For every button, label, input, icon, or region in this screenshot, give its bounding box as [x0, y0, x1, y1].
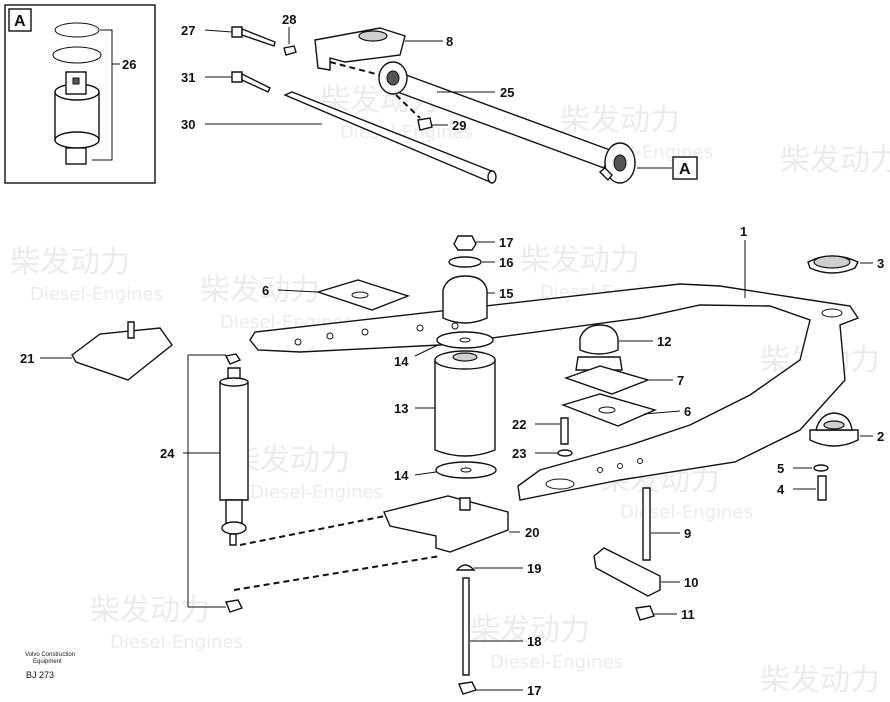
callout-30: 30 [181, 117, 195, 132]
callout-1: 1 [740, 224, 747, 239]
callout-17: 17 [499, 235, 513, 250]
callout-11: 11 [681, 607, 695, 622]
callout-12: 12 [657, 334, 671, 349]
main-frame: 1 [249, 224, 860, 501]
detail-box-label: A [14, 13, 26, 30]
pad-upper: 6 [262, 279, 411, 311]
callout-25: 25 [500, 85, 514, 100]
watermark-en: Diesel-Engines [620, 502, 753, 523]
callout-18: 18 [527, 634, 541, 649]
watermark-cn: 柴发动力 [760, 663, 880, 698]
callout-24: 24 [160, 446, 175, 461]
callout-20: 20 [525, 525, 539, 540]
bolt-22-23: 22 23 [512, 417, 573, 461]
center-right-mount: 12 7 6 [560, 324, 691, 427]
callout-26: 26 [122, 57, 136, 72]
callout-16: 16 [499, 255, 513, 270]
brand-line-1: Volvo Construction [25, 652, 75, 658]
stud-clamp: 9 10 11 [593, 487, 698, 622]
callout-14: 14 [394, 468, 409, 483]
callout-15: 15 [499, 286, 513, 301]
upper-rod-assembly: 27 28 8 31 30 25 29 [181, 12, 698, 184]
callout-19: 19 [527, 561, 541, 576]
callout-28: 28 [282, 12, 296, 27]
left-bracket: 21 [20, 321, 173, 381]
callout-27: 27 [181, 23, 195, 38]
callout-7: 7 [677, 373, 684, 388]
callout-23: 23 [512, 446, 526, 461]
watermark-cn: 柴发动力 [90, 593, 210, 628]
reference-code: BJ 273 [26, 670, 54, 680]
detail-ref-label: A [679, 161, 691, 178]
callout-2: 2 [877, 429, 884, 444]
callout-4: 4 [777, 482, 785, 497]
callout-9: 9 [684, 526, 691, 541]
callout-6: 6 [262, 283, 269, 298]
callout-3: 3 [877, 256, 884, 271]
callout-21: 21 [20, 351, 34, 366]
callout-29: 29 [452, 118, 466, 133]
callout-6: 6 [684, 404, 691, 419]
watermark-cn: 柴发动力 [200, 273, 320, 308]
watermark-en: Diesel-Engines [490, 652, 623, 673]
watermark-cn: 柴发动力 [10, 245, 130, 280]
watermark-cn: 柴发动力 [780, 143, 890, 178]
callout-31: 31 [181, 70, 195, 85]
brand-line-2: Equipment [33, 659, 62, 665]
watermark-cn: 柴发动力 [520, 243, 640, 278]
callout-22: 22 [512, 417, 526, 432]
callout-13: 13 [394, 401, 408, 416]
callout-17: 17 [527, 683, 541, 698]
footer: Volvo Construction Equipment BJ 273 [25, 652, 75, 680]
callout-8: 8 [446, 34, 453, 49]
watermark-cn: 柴发动力 [470, 613, 590, 648]
watermark-en: Diesel-Engines [110, 632, 243, 653]
lower-bracket: 20 19 18 17 [383, 495, 541, 698]
watermark-en: Diesel-Engines [30, 284, 163, 305]
watermark-cn: 柴发动力 [230, 443, 350, 478]
shock-absorber: 24 [160, 353, 441, 613]
detail-box-a: A 26 [4, 4, 156, 184]
watermark-cn: 柴发动力 [560, 103, 680, 138]
right-mounts: 3 2 5 4 [777, 255, 884, 501]
callout-14: 14 [394, 354, 409, 369]
callout-5: 5 [777, 461, 784, 476]
air-spring-stack: 17 16 15 14 13 14 [394, 235, 513, 483]
watermark-en: Diesel-Engines [250, 482, 383, 503]
callout-10: 10 [684, 575, 698, 590]
